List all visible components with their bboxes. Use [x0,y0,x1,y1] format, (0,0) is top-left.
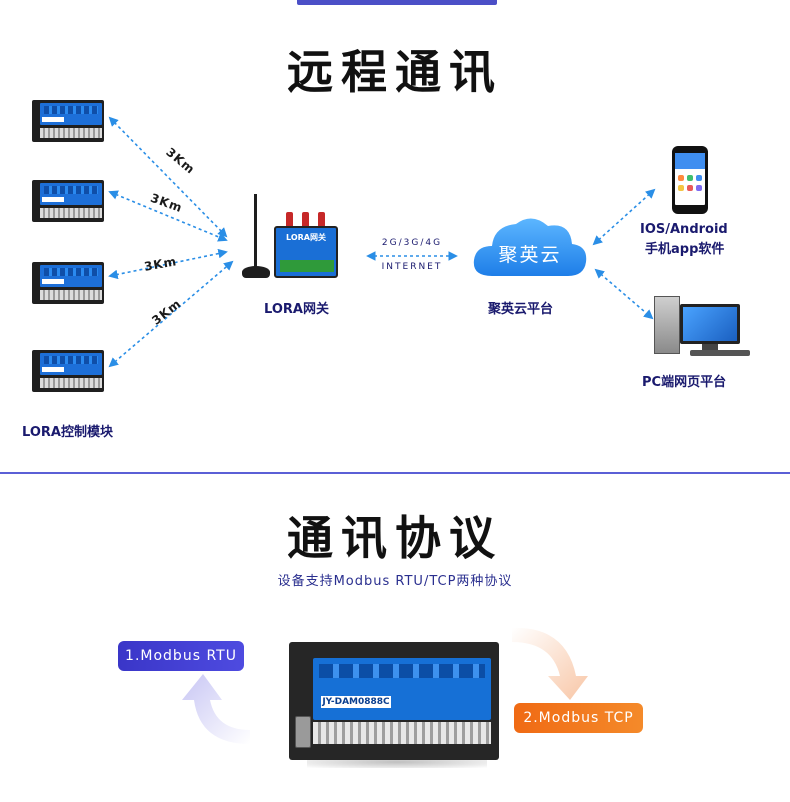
lora-module-1 [32,100,104,142]
pc-caption: PC端网页平台 [642,375,727,390]
network-type-label: 2G/3G/4G [381,238,443,248]
desktop-pc-icon [654,296,756,358]
serial-port-icon [295,716,311,748]
gateway-caption: LORA网关 [264,302,329,317]
modbus-tcp-badge: 2.Modbus TCP [514,703,643,733]
tcp-arrow [512,627,588,700]
rtu-arrow [182,674,250,744]
smartphone-icon [672,146,708,214]
modules-caption: LORA控制模块 [22,425,113,440]
cloud-icon: 聚英云 [470,210,590,280]
internet-label: INTERNET [381,262,443,272]
io-controller-device: JY-DAM0888C [289,642,499,768]
connection-arrows [108,116,656,368]
lora-module-2 [32,180,104,222]
protocol-subtitle: 设备支持Modbus RTU/TCP两种协议 [277,574,513,589]
lora-module-4 [32,350,104,392]
cloud-text: 聚英云 [498,244,562,266]
protocol-section-title: 通讯协议 [287,511,503,565]
link-cloud-pc [594,268,654,320]
section-divider [0,472,790,474]
antenna-icon [254,194,257,270]
top-accent-bar [297,0,497,5]
link-cloud-app [592,188,656,246]
remote-section-title: 远程通讯 [287,45,503,99]
gateway-device-title: LORA网关 [286,233,326,242]
device-model-label: JY-DAM0888C [321,696,391,708]
link-module-2 [108,190,228,242]
app-caption-line1: IOS/Android [640,222,728,237]
modbus-rtu-badge: 1.Modbus RTU [118,641,244,671]
lora-gateway: LORA网关 [236,194,346,286]
lora-module-3 [32,262,104,304]
app-caption-line2: 手机app软件 [645,242,725,257]
cloud-caption: 聚英云平台 [488,302,554,317]
link-module-4 [108,260,234,368]
